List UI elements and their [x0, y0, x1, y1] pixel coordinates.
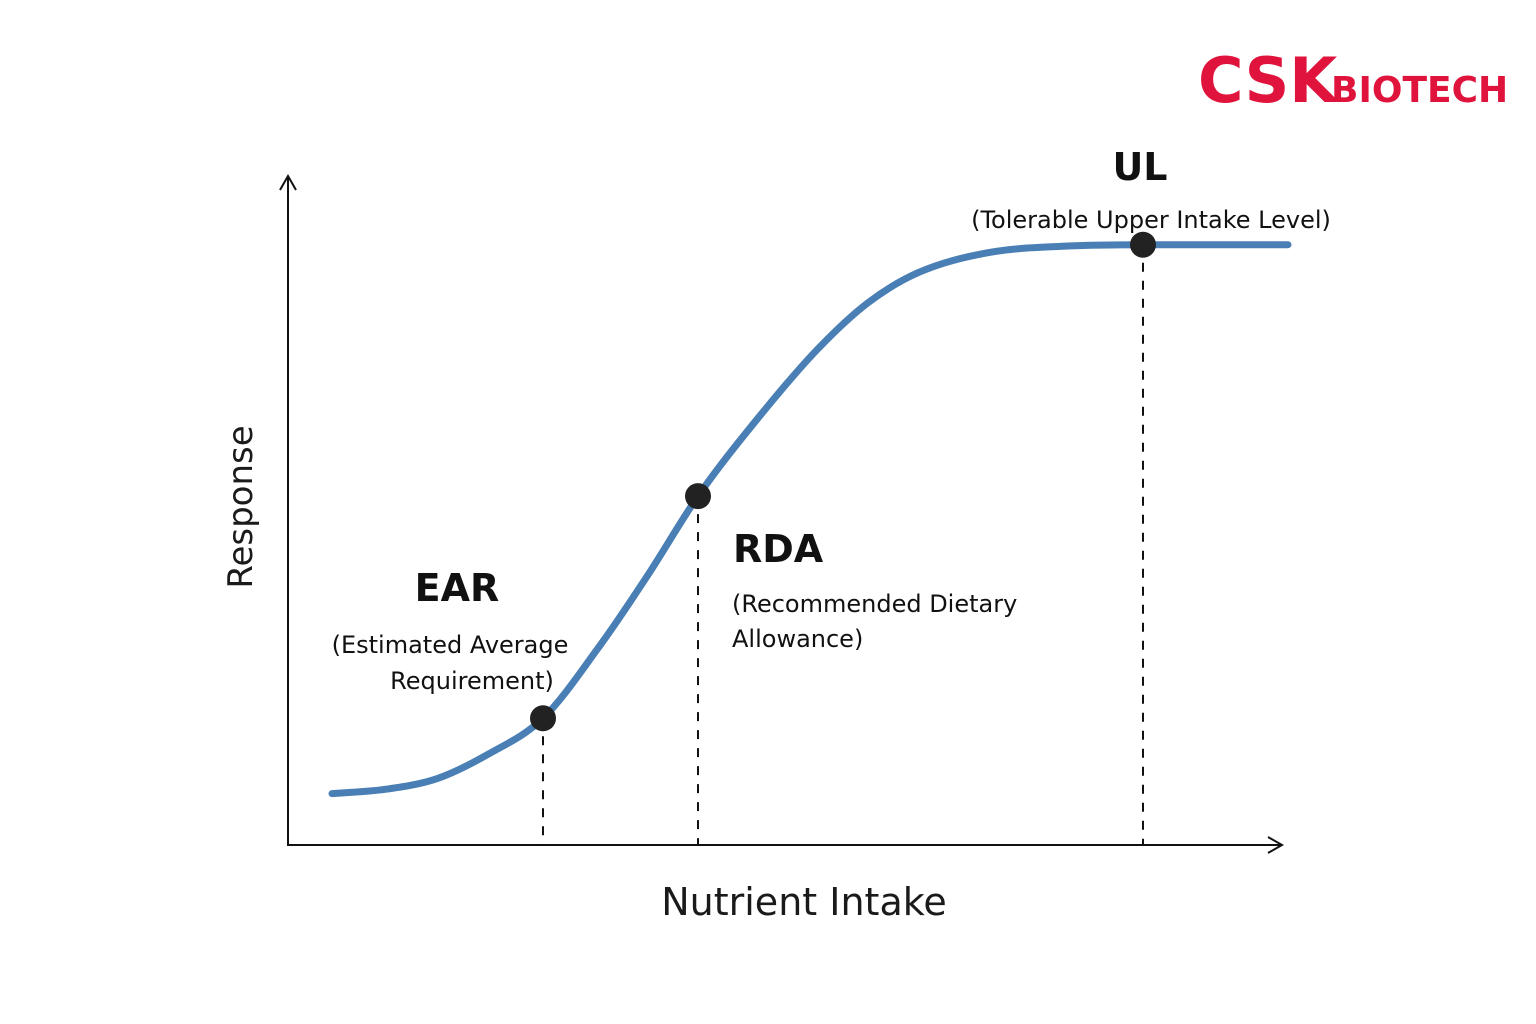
ear-description-line: Requirement) — [390, 667, 554, 695]
logo-primary-text: CSK — [1198, 44, 1339, 117]
x-axis-arrow — [1267, 836, 1285, 854]
y-axis-title: Response — [221, 425, 261, 588]
rda-label: RDA — [733, 527, 824, 571]
ul-marker — [1130, 231, 1156, 258]
rda-description-line: Allowance) — [732, 625, 863, 653]
series-layer — [328, 241, 1292, 798]
rda-description-line: (Recommended Dietary — [732, 590, 1017, 618]
axes — [279, 173, 1285, 854]
ear-label: EAR — [415, 566, 500, 610]
logo-secondary-text: BIOTECH — [1331, 70, 1508, 111]
series-line — [328, 241, 1292, 798]
y-axis-arrow — [279, 173, 297, 191]
ear-marker — [530, 705, 556, 732]
reference-markers — [530, 231, 1156, 732]
x-axis-title: Nutrient Intake — [661, 880, 947, 924]
ear-description-line: (Estimated Average — [332, 631, 569, 659]
ul-description-line: (Tolerable Upper Intake Level) — [971, 206, 1331, 234]
rda-marker — [685, 483, 711, 510]
brand-logo: CSK BIOTECH — [1198, 44, 1508, 117]
reference-guides — [542, 244, 1144, 845]
ul-label: UL — [1112, 145, 1167, 189]
